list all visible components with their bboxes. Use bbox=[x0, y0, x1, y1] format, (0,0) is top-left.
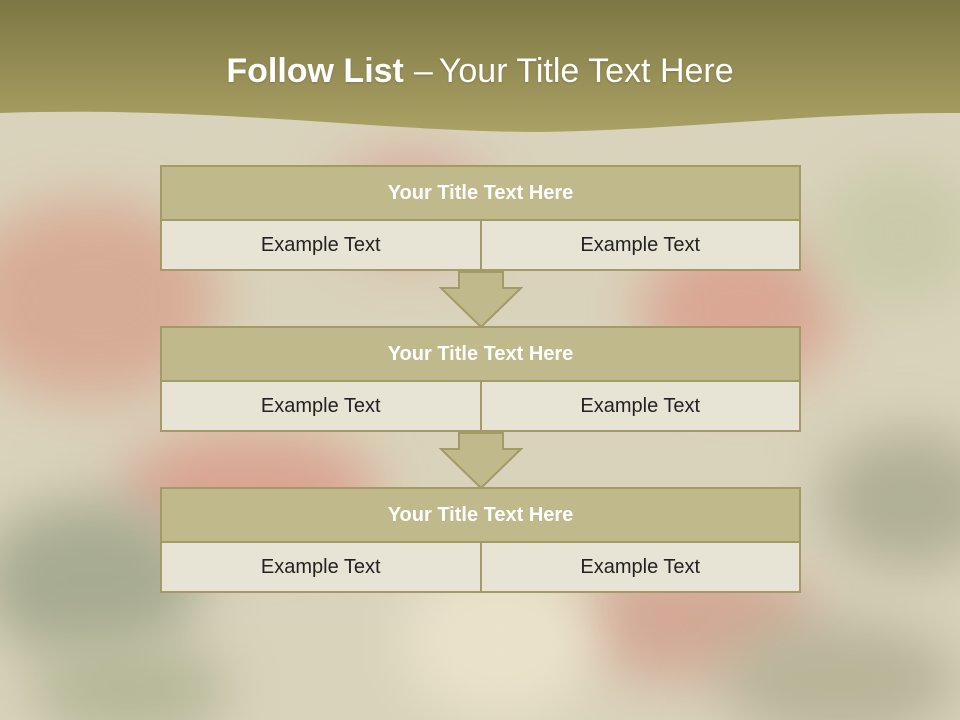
down-arrow-icon bbox=[439, 432, 523, 490]
step-cell: Example Text bbox=[481, 221, 801, 271]
step-title: Your Title Text Here bbox=[160, 165, 801, 221]
step-box-1: Your Title Text Here Example Text Exampl… bbox=[160, 165, 801, 271]
step-cell: Example Text bbox=[481, 543, 801, 593]
slide-title: Follow List–Your Title Text Here bbox=[0, 52, 960, 91]
title-rest: Your Title Text Here bbox=[438, 52, 734, 90]
step-title: Your Title Text Here bbox=[160, 326, 801, 382]
step-row: Example Text Example Text bbox=[160, 382, 801, 432]
step-cell: Example Text bbox=[481, 382, 801, 432]
step-cell: Example Text bbox=[160, 382, 482, 432]
step-row: Example Text Example Text bbox=[160, 221, 801, 271]
down-arrow-icon bbox=[439, 271, 523, 329]
title-separator: – bbox=[413, 52, 433, 90]
step-cell: Example Text bbox=[160, 221, 482, 271]
step-box-2: Your Title Text Here Example Text Exampl… bbox=[160, 326, 801, 432]
step-row: Example Text Example Text bbox=[160, 543, 801, 593]
title-banner bbox=[0, 0, 960, 132]
title-bold: Follow List bbox=[226, 52, 404, 90]
step-cell: Example Text bbox=[160, 543, 482, 593]
step-title: Your Title Text Here bbox=[160, 487, 801, 543]
step-box-3: Your Title Text Here Example Text Exampl… bbox=[160, 487, 801, 593]
